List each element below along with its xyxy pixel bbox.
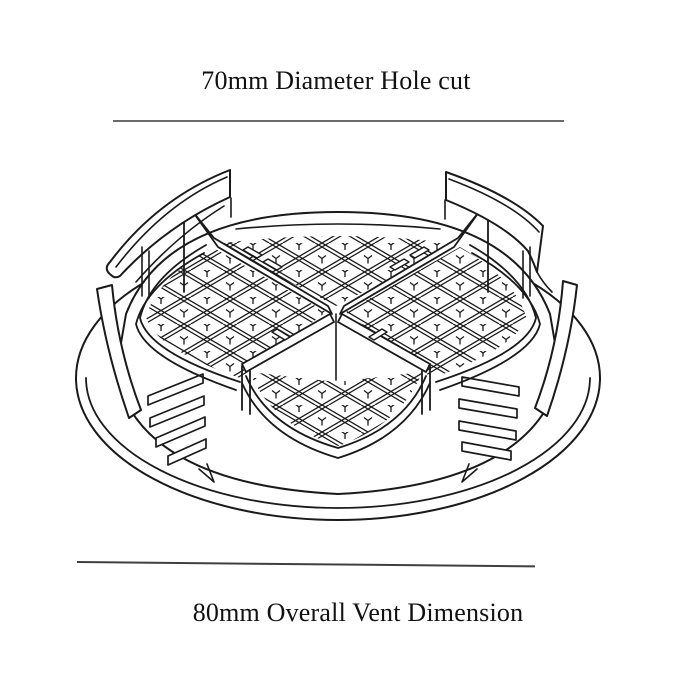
collar-band-right: [534, 280, 578, 417]
hole-cut-dimension-label: 70mm Diameter Hole cut: [201, 66, 471, 95]
collar-tab-back-left: [105, 169, 231, 279]
collar-band-left: [96, 284, 142, 419]
wall-bar-tabs: [242, 246, 430, 341]
rim-corner-posts: [141, 246, 531, 299]
radial-divider-walls: [183, 202, 489, 415]
mesh-top-segment: [216, 236, 456, 306]
mesh-front-segment: [250, 372, 422, 446]
louver-slots-right: [458, 376, 520, 461]
louver-slots-left: [147, 373, 207, 466]
mesh-segment-walls: [135, 244, 541, 459]
collar-clip-tabs: [96, 169, 578, 419]
collar-tab-back-right: [445, 171, 544, 273]
back-rim-inner-edge: [235, 223, 441, 230]
overall-dimension-label: 80mm Overall Vent Dimension: [192, 598, 524, 627]
top-rule: [113, 120, 564, 122]
flange-notches: [198, 463, 478, 483]
